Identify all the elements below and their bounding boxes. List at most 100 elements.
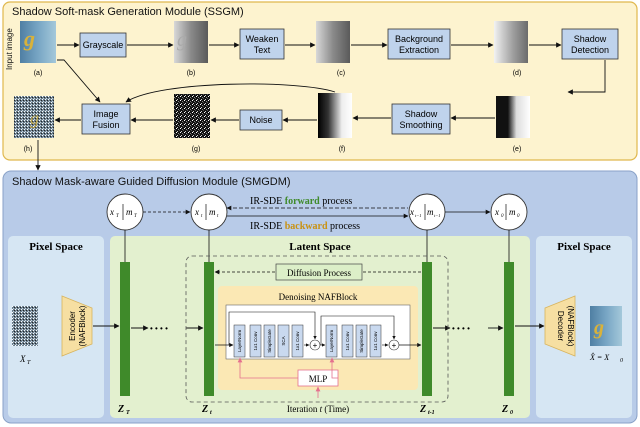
svg-text:t: t xyxy=(210,410,212,416)
z-bar-t-1 xyxy=(422,262,432,396)
svg-text:g: g xyxy=(593,317,604,339)
node-t-1-m: m xyxy=(427,207,434,217)
image-label-a: (a) xyxy=(34,70,43,77)
layer-conv-1: 1x1 Conv xyxy=(253,331,258,351)
pixel-space-left xyxy=(8,236,104,418)
dots-left: • • • • xyxy=(150,324,168,333)
svg-text:g: g xyxy=(177,29,187,51)
pixel-space-right xyxy=(536,236,632,418)
image-label-g: (g) xyxy=(192,146,201,153)
svg-text:t-1: t-1 xyxy=(428,410,435,416)
layer-conv-4: 1x1 Conv xyxy=(373,331,378,351)
node-t-1-xsub: t−1 xyxy=(415,213,422,218)
svg-text:g: g xyxy=(30,108,39,128)
layer-conv-3: 1x1 Conv xyxy=(345,331,350,351)
image-c xyxy=(316,21,350,63)
output-eq: X̂ = X xyxy=(589,352,610,362)
image-label-b: (b) xyxy=(187,70,196,77)
node-T-m: m xyxy=(126,207,133,217)
layer-conv-2: 1x1 Conv xyxy=(295,331,300,351)
layer-layernorm-1: LayerNorm xyxy=(237,330,242,353)
image-label-f: (f) xyxy=(339,146,346,153)
encoder-label-1: Encoder xyxy=(68,311,77,341)
fusion-label-1: Image xyxy=(93,109,118,119)
image-f xyxy=(318,93,352,138)
node-t-msub: t xyxy=(217,214,219,219)
output-image: g xyxy=(590,306,622,346)
ssgm-title: Shadow Soft-mask Generation Module (SSGM… xyxy=(12,6,244,18)
input-var: X xyxy=(19,354,26,364)
fusion-label-2: Fusion xyxy=(92,120,119,130)
plus-sign-1: + xyxy=(313,341,318,350)
node-0-xsub: 0 xyxy=(501,214,504,219)
mlp-label: MLP xyxy=(309,374,328,384)
plus-sign-2: + xyxy=(392,341,397,350)
ssgm-panel xyxy=(2,1,638,161)
nafblock-title: Denoising NAFBlock xyxy=(279,292,358,302)
background-extraction-box xyxy=(387,28,451,60)
smooth-label-1: Shadow xyxy=(405,109,438,119)
z-bar-T xyxy=(120,262,130,396)
svg-text:Z: Z xyxy=(501,404,508,415)
image-label-d: (d) xyxy=(513,70,522,77)
z-bar-t xyxy=(204,262,214,396)
node-T-xsub: T xyxy=(116,214,120,219)
image-d xyxy=(494,21,528,63)
layer-sca-1: SCA xyxy=(281,336,286,345)
node-0-m: m xyxy=(509,207,516,217)
pixel-space-left-title: Pixel Space xyxy=(29,241,83,253)
noise-label: Noise xyxy=(249,115,272,125)
svg-text:0: 0 xyxy=(510,410,513,416)
node-T-msub: T xyxy=(134,214,138,219)
image-fusion-box xyxy=(81,103,131,135)
image-a: g xyxy=(20,21,56,63)
forward-process-label: IR-SDE forward process xyxy=(250,196,352,207)
encoder-trapezoid xyxy=(61,295,93,357)
decoder-trapezoid xyxy=(544,295,576,357)
image-e xyxy=(496,96,530,138)
diffusion-process-box xyxy=(275,263,363,281)
decoder-label-1: Decoder xyxy=(556,311,565,342)
grayscale-box xyxy=(79,32,127,58)
image-label-e: (e) xyxy=(513,146,522,153)
diffusion-process-label: Diffusion Process xyxy=(287,268,352,278)
node-t-1-msub: t−1 xyxy=(434,213,441,218)
node-t-1-x: x xyxy=(409,207,414,217)
shadow-detection-box xyxy=(561,28,619,60)
smgdm-title: Shadow Mask-aware Guided Diffusion Modul… xyxy=(12,176,291,188)
node-T-x: x xyxy=(109,207,114,217)
node-t-m: m xyxy=(209,207,216,217)
image-b: g xyxy=(174,21,208,63)
layer-gate-1: SimpleGate xyxy=(267,329,272,353)
image-label-c: (c) xyxy=(337,70,345,77)
svg-text:Z: Z xyxy=(117,404,124,415)
shadow-smoothing-box xyxy=(391,103,451,135)
dots-right: • • • • xyxy=(452,324,470,333)
iteration-label: Iteration t (Time) xyxy=(287,404,349,414)
image-g xyxy=(174,94,210,138)
weaken-text-box xyxy=(239,28,285,60)
layer-gate-2: SimpleGate xyxy=(359,329,364,353)
image-h: g xyxy=(14,96,54,138)
backward-process-label: IR-SDE backward process xyxy=(250,221,360,232)
noise-box xyxy=(239,109,283,131)
layer-stack-1: LayerNorm 1x1 Conv SimpleGate SCA 1x1 Co… xyxy=(233,324,304,358)
layer-stack-2: LayerNorm 1x1 Conv SimpleGate 1x1 Conv xyxy=(325,324,382,358)
node-t-xsub: t xyxy=(201,214,203,219)
image-label-h: (h) xyxy=(24,146,33,153)
smooth-label-2: Smoothing xyxy=(399,120,442,130)
pixel-space-right-title: Pixel Space xyxy=(557,241,611,253)
svg-text:Z: Z xyxy=(419,404,426,415)
bg-label-1: Background xyxy=(395,34,443,44)
det-label-1: Shadow xyxy=(574,34,607,44)
input-image-label: Input image xyxy=(5,28,14,70)
z-bar-0 xyxy=(504,262,514,396)
noisy-input-image xyxy=(12,306,38,346)
decoder-label-2: (NAFBlock) xyxy=(566,306,575,347)
grayscale-label: Grayscale xyxy=(83,40,124,50)
